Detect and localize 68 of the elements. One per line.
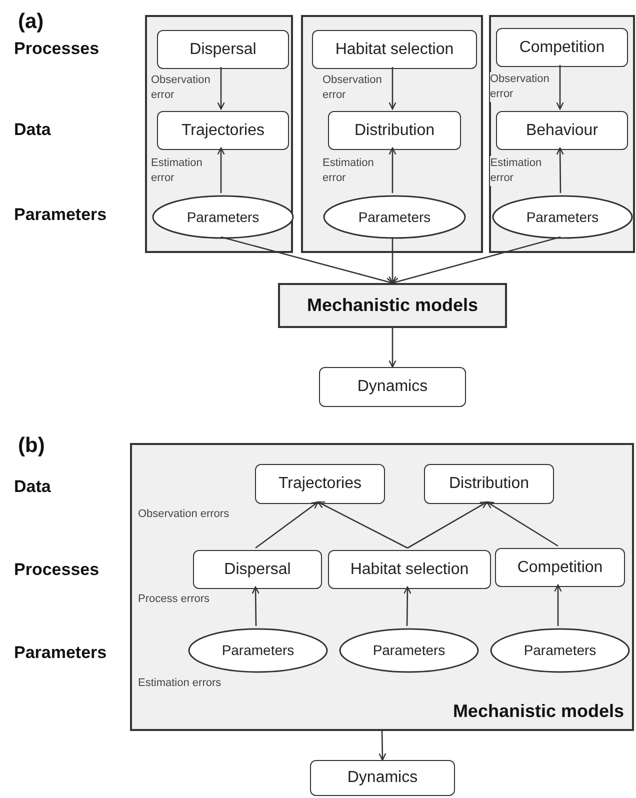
arrow (556, 147, 564, 193)
box-label: Habitat selection (350, 560, 469, 580)
arrow (220, 236, 394, 286)
process-box (496, 28, 628, 67)
ellipse-label: Parameters (372, 641, 446, 660)
arrow (388, 147, 396, 193)
process-box (255, 464, 385, 504)
box-label: Distribution (354, 120, 435, 140)
process-box (157, 111, 289, 150)
box-label: Dispersal (224, 560, 291, 580)
ellipse-label: Parameters (186, 208, 260, 226)
row-label: Processes (14, 38, 100, 60)
panel-box (145, 15, 293, 253)
ellipse-label: Parameters (526, 208, 599, 226)
panel-box (489, 15, 635, 253)
process-box (193, 550, 322, 589)
box-label: Competition (517, 558, 603, 578)
row-label: Parameters (14, 204, 107, 226)
process-box (319, 367, 466, 407)
ellipse-label: Parameters (524, 641, 596, 660)
panel-box (130, 443, 634, 731)
process-box (496, 111, 628, 150)
process-box (328, 111, 461, 150)
process-box (157, 30, 289, 69)
arrow (217, 67, 225, 110)
box-label: Habitat selection (335, 40, 454, 60)
arrow (407, 501, 488, 549)
error-label: Observation errors (138, 507, 230, 522)
panel-box (301, 15, 483, 253)
box-label: Dynamics (347, 768, 418, 788)
arrow (556, 65, 564, 110)
process-box (328, 550, 491, 589)
arrow (486, 501, 558, 547)
box-label: Trajectories (182, 120, 264, 140)
process-box (495, 548, 625, 587)
arrow (404, 586, 412, 626)
ellipse-label: Parameters (222, 641, 294, 660)
arrow (252, 586, 260, 626)
process-box (312, 30, 477, 69)
arrow (388, 237, 396, 284)
error-label: Process errors (138, 592, 210, 607)
panel-letter: (a) (18, 9, 44, 35)
process-box (424, 464, 554, 504)
panel-box (278, 283, 507, 328)
box-label: Behaviour (526, 120, 598, 140)
row-label: Data (14, 119, 51, 141)
arrow (388, 328, 396, 368)
arrow (217, 147, 225, 193)
panel-title: Mechanistic models (306, 294, 478, 317)
box-label: Competition (519, 38, 605, 58)
arrow (378, 730, 386, 761)
box-label: Dynamics (357, 377, 428, 397)
box-label: Dispersal (190, 40, 256, 60)
panel-letter: (b) (18, 433, 45, 459)
row-label: Processes (14, 559, 100, 581)
panel-title: Mechanistic models (452, 700, 624, 723)
arrow (392, 236, 561, 285)
ellipse-label: Parameters (358, 208, 431, 226)
arrow (255, 501, 319, 549)
arrow (388, 67, 396, 110)
box-label: Trajectories (278, 474, 362, 494)
arrow (317, 501, 408, 549)
row-label: Parameters (14, 642, 107, 664)
arrow (554, 584, 562, 626)
box-label: Distribution (448, 474, 530, 494)
row-label: Data (14, 476, 51, 498)
process-box (310, 760, 455, 796)
error-label: Estimation errors (138, 676, 222, 691)
